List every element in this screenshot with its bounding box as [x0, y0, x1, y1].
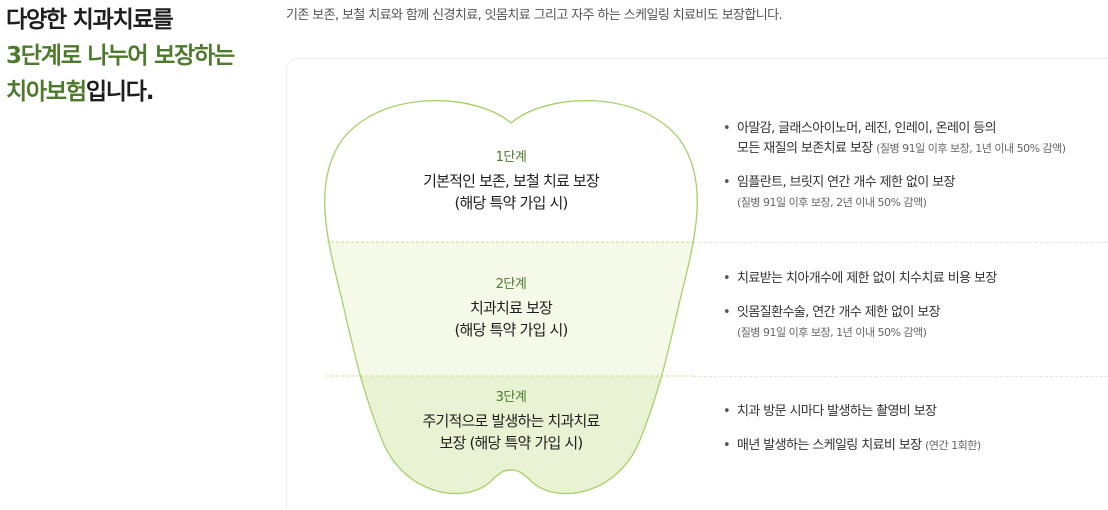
page-headline: 다양한 치과치료를 3단계로 나누어 보장하는 치아보험입니다.	[6, 2, 235, 110]
stage-2-desc-line-1: 치과치료 보장	[470, 299, 553, 317]
stage-1-band	[324, 100, 698, 242]
list-item: 임플란트, 브릿지 연간 개수 제한 없이 보장 (질병 91일 이후 보장, …	[723, 173, 1066, 213]
stage-1-step: 1단계	[495, 150, 527, 165]
stage-3-label: 3단계 주기적으로 발생하는 치과치료 보장 (해당 특약 가입 시)	[326, 388, 696, 454]
stage-3-bullets: 치과 방문 시마다 발생하는 촬영비 보장 매년 발생하는 스케일링 치료비 보…	[723, 402, 981, 456]
stage-2-desc-line-2: (해당 특약 가입 시)	[454, 321, 568, 339]
stage-2-label: 2단계 치과치료 보장 (해당 특약 가입 시)	[326, 275, 696, 341]
bullet-text: 매년 발생하는 스케일링 치료비 보장	[737, 438, 922, 453]
list-item: 치과 방문 시마다 발생하는 촬영비 보장	[723, 402, 981, 422]
stage-1-label: 1단계 기본적인 보존, 보철 치료 보장 (해당 특약 가입 시)	[326, 148, 696, 214]
tooth-outline	[324, 99, 698, 495]
headline-line-3: 치아보험입니다.	[6, 74, 234, 110]
bullet-text: 치과 방문 시마다 발생하는 촬영비 보장	[737, 404, 937, 419]
stage-3-step: 3단계	[495, 390, 527, 405]
bullet-text: 임플란트, 브릿지 연간 개수 제한 없이 보장	[737, 175, 955, 190]
stage-1-desc-line-2: (해당 특약 가입 시)	[454, 194, 568, 212]
list-item: 아말감, 글래스아이노머, 레진, 인레이, 온레이 등의 모든 재질의 보존치…	[723, 119, 1066, 159]
stage-1-bullets: 아말감, 글래스아이노머, 레진, 인레이, 온레이 등의 모든 재질의 보존치…	[723, 119, 1066, 213]
bullet-text-line-2: 모든 재질의 보존치료 보장	[737, 141, 873, 156]
bullet-note: (연간 1회한)	[925, 439, 981, 452]
stage-3-desc-line-1: 주기적으로 발생하는 치과치료	[422, 412, 601, 430]
list-item: 잇몸질환수술, 연간 개수 제한 없이 보장 (질병 91일 이후 보장, 1년…	[723, 303, 997, 343]
bullet-note: (질병 91일 이후 보장, 2년 이내 50% 감액)	[737, 196, 927, 209]
bullet-note: (질병 91일 이후 보장, 1년 이내 50% 감액)	[737, 326, 927, 339]
stage-2-step: 2단계	[495, 277, 527, 292]
stage-divider-2	[694, 376, 1108, 377]
headline-highlight: 치아보험	[6, 79, 87, 105]
headline-line-1: 다양한 치과치료를	[6, 7, 174, 33]
stage-3-desc-line-2: 보장 (해당 특약 가입 시)	[439, 434, 584, 452]
stage-2-bullets: 치료받는 치아개수에 제한 없이 치수치료 비용 보장 잇몸질환수술, 연간 개…	[723, 269, 997, 343]
headline-suffix: 입니다.	[85, 79, 155, 105]
headline-line-2: 3단계로 나누어 보장하는	[6, 43, 235, 69]
stage-divider-1	[694, 242, 1108, 243]
stage-2-band	[324, 242, 698, 376]
stage-1-desc-line-1: 기본적인 보존, 보철 치료 보장	[423, 172, 600, 190]
bullet-text: 치료받는 치아개수에 제한 없이 치수치료 비용 보장	[737, 271, 997, 286]
list-item: 치료받는 치아개수에 제한 없이 치수치료 비용 보장	[723, 269, 997, 289]
list-item: 매년 발생하는 스케일링 치료비 보장 (연간 1회한)	[723, 436, 981, 456]
bullet-text: 아말감, 글래스아이노머, 레진, 인레이, 온레이 등의	[737, 121, 997, 136]
bullet-text: 잇몸질환수술, 연간 개수 제한 없이 보장	[737, 305, 941, 320]
bullet-note: (질병 91일 이후 보장, 1년 이내 50% 감액)	[876, 142, 1066, 155]
intro-text: 기존 보존, 보철 치료와 함께 신경치료, 잇몸치료 그리고 자주 하는 스케…	[286, 8, 783, 23]
